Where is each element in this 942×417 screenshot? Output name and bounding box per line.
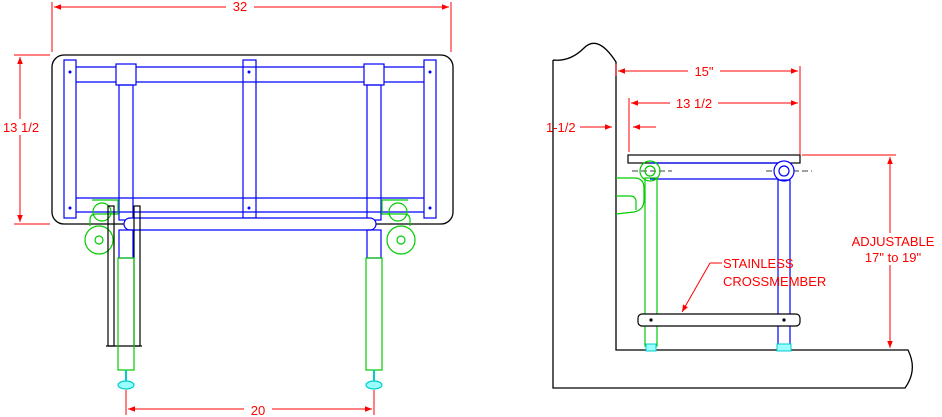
front-stretcher [123, 217, 377, 231]
front-pivot [773, 160, 795, 182]
dim-depth-label: 13 1/2 [3, 120, 39, 135]
wall-brackets [84, 199, 416, 255]
front-view: 32 13 1/2 20 [2, 0, 454, 417]
legs [117, 229, 383, 382]
crossmember-leader [681, 262, 722, 313]
crossmember-callout-line2: CROSSMEMBER [723, 274, 826, 289]
dim-depth-label-bg [2, 119, 40, 135]
front-foot [776, 343, 792, 352]
dim-depth [14, 54, 50, 225]
dim-leg-label-bg [244, 402, 272, 417]
dim-height-label-line1: ADJUSTABLE [852, 234, 935, 249]
dim-seat-depth-label: 15" [694, 64, 713, 79]
leg-feet [117, 380, 383, 390]
stainless-crossmember [637, 313, 801, 327]
frame-tubes [118, 84, 382, 221]
dim-leg-label: 20 [251, 403, 265, 417]
dim-seat-depth-label-bg [688, 63, 720, 78]
dim-frame-depth-label-bg [670, 95, 718, 110]
wall-floor-outline [552, 42, 913, 389]
dim-frame-depth-label: 13 1/2 [676, 96, 712, 111]
dim-height-label-bg [843, 233, 942, 265]
rear-pivot [639, 160, 661, 182]
side-view: 15" 13 1/2 1-1/2 ADJUSTABLE 17" to 19" S… [546, 42, 942, 389]
side-frame-tube [650, 162, 790, 180]
dim-wall-offset-label: 1-1/2 [546, 120, 576, 135]
seat-outline [51, 54, 454, 225]
slat-screws [68, 70, 432, 210]
dim-height-label-line2: 17" to 19" [865, 250, 922, 265]
lower-rail [76, 197, 424, 213]
dim-width-label-bg [226, 0, 254, 13]
dim-width-label: 32 [233, 0, 247, 14]
side-wall-bracket [615, 177, 645, 215]
crossmember-bolt-left [649, 318, 653, 322]
crossmember-callout-line1: STAINLESS [723, 256, 794, 271]
crossmember-bolt-right [782, 318, 786, 322]
rear-foot [645, 343, 657, 352]
